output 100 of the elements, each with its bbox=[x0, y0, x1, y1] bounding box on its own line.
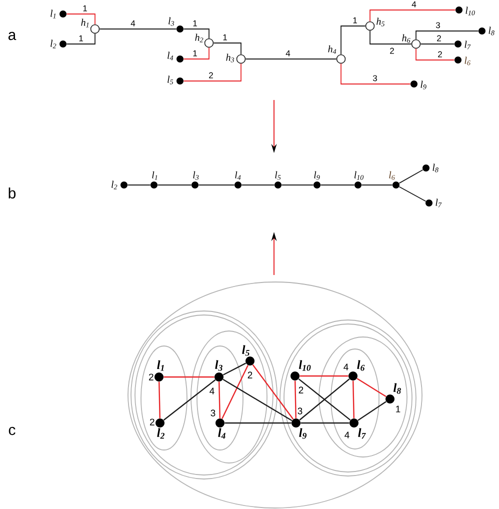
vertex-label: l$_{7}$ bbox=[358, 428, 366, 439]
vertex-label: h$_{4}$ bbox=[328, 45, 336, 54]
vertex-label: l$_{2}$ bbox=[112, 180, 118, 190]
ellipse-outline bbox=[128, 282, 422, 508]
edge-line bbox=[416, 30, 479, 40]
edge-line bbox=[224, 422, 292, 424]
vertex-label: l$_{9}$ bbox=[314, 171, 320, 180]
edge-line bbox=[340, 26, 366, 55]
panel-label: b bbox=[8, 188, 16, 198]
vertex-label: h$_{3}$ bbox=[226, 54, 234, 62]
edge-line bbox=[183, 47, 210, 60]
edge-label: 1 bbox=[352, 16, 358, 24]
vertex-number: 2 bbox=[298, 386, 304, 394]
vertex-label: l$_{3}$ bbox=[193, 171, 199, 180]
panel-label: c bbox=[8, 426, 16, 436]
ellipse-outline bbox=[196, 346, 244, 450]
edge-line bbox=[340, 63, 411, 84]
vertex-label: l$_{5}$ bbox=[168, 76, 174, 84]
edge-line bbox=[398, 186, 426, 202]
edge-label: 2 bbox=[389, 47, 395, 54]
vertex-label: l$_{10}$ bbox=[354, 171, 364, 180]
vertex-label: h$_{6}$ bbox=[402, 34, 410, 43]
vertex-label: l$_{3}$ bbox=[215, 360, 222, 371]
edge-line bbox=[300, 422, 350, 424]
vertex-number: 2 bbox=[248, 372, 252, 378]
edge-line bbox=[320, 184, 355, 186]
edge-line bbox=[356, 378, 386, 398]
edge-line bbox=[183, 28, 210, 39]
ellipse-outline bbox=[318, 336, 408, 458]
edge-label: 3 bbox=[435, 22, 441, 29]
edge-label: 2 bbox=[436, 34, 442, 42]
vertex-label: l$_{7}$ bbox=[464, 40, 471, 50]
vertex-label: l$_{6}$ bbox=[464, 56, 470, 66]
panel-label: a bbox=[8, 32, 16, 40]
vertex-label: l$_{8}$ bbox=[488, 26, 494, 36]
edge-line bbox=[164, 376, 214, 378]
edge-line bbox=[370, 30, 412, 44]
ellipse-outline bbox=[140, 346, 188, 450]
vertex-number: 3 bbox=[298, 408, 302, 414]
vertex-label: l$_{1}$ bbox=[152, 171, 158, 180]
edge-label: 1 bbox=[78, 34, 84, 42]
edge-line bbox=[300, 375, 348, 377]
edge-line bbox=[222, 378, 292, 422]
vertex-label: h$_{1}$ bbox=[81, 18, 89, 28]
edge-line bbox=[66, 33, 96, 44]
edge-line bbox=[352, 380, 354, 418]
vertex-label: l$_{1}$ bbox=[50, 10, 56, 18]
edge-line bbox=[127, 184, 151, 186]
vertex-label: l$_{9}$ bbox=[299, 428, 307, 439]
edge-line bbox=[198, 184, 235, 186]
vertex-label: h$_{5}$ bbox=[376, 18, 384, 26]
edge-line bbox=[158, 382, 160, 418]
vertex-label: l$_{6}$ bbox=[357, 360, 365, 371]
edge-line bbox=[245, 58, 337, 60]
edge-line bbox=[99, 28, 177, 30]
edge-label: 1 bbox=[192, 50, 198, 57]
edge-line bbox=[183, 63, 242, 82]
edge-line bbox=[358, 401, 386, 421]
edge-label: 1 bbox=[82, 4, 88, 12]
vertex-label: h$_{2}$ bbox=[195, 34, 204, 42]
edge-label: 1 bbox=[192, 20, 198, 27]
edge-line bbox=[222, 362, 246, 376]
edge-label: 4 bbox=[411, 0, 417, 8]
edge-line bbox=[361, 184, 393, 186]
edge-label: 2 bbox=[437, 50, 443, 58]
edge-line bbox=[157, 184, 192, 186]
edge-line bbox=[66, 14, 96, 25]
vertex-label: l$_{4}$ bbox=[235, 171, 241, 180]
edge-line bbox=[218, 382, 220, 418]
edge-line bbox=[294, 380, 296, 418]
edge-line bbox=[241, 184, 275, 186]
vertex-number: 2 bbox=[149, 374, 154, 380]
vertex-label: l$_{4}$ bbox=[168, 52, 174, 60]
vertex-label: l$_{2}$ bbox=[50, 40, 56, 48]
vertex-label: l$_{1}$ bbox=[157, 360, 164, 371]
vertex-label: l$_{9}$ bbox=[420, 80, 426, 90]
vertex-label: l$_{10}$ bbox=[466, 6, 475, 16]
edge-line bbox=[281, 184, 314, 186]
vertex-label: l$_{6}$ bbox=[389, 171, 395, 180]
edge-line bbox=[222, 364, 248, 420]
vertex-label: l$_{10}$ bbox=[298, 360, 311, 371]
vertex-number: 4 bbox=[344, 364, 348, 370]
vertex-label: l$_{5}$ bbox=[275, 171, 281, 180]
edge-line bbox=[163, 379, 216, 421]
vertex-label: l$_{8}$ bbox=[393, 383, 401, 394]
vertex-label: l$_{7}$ bbox=[436, 198, 442, 208]
edge-line bbox=[370, 10, 456, 22]
vertex-label: l$_{4}$ bbox=[218, 428, 226, 439]
vertex-number: 3 bbox=[210, 410, 216, 416]
edge-label: 3 bbox=[372, 74, 378, 82]
edge-line bbox=[213, 42, 242, 55]
edge-line bbox=[416, 48, 455, 60]
edge-line bbox=[398, 169, 424, 184]
vertex-number: 4 bbox=[210, 388, 214, 394]
vertex-label: l$_{2}$ bbox=[157, 428, 164, 439]
vertex-label: l$_{3}$ bbox=[168, 17, 174, 26]
edge-label: 2 bbox=[208, 72, 214, 79]
ellipse-outline bbox=[330, 348, 380, 450]
ellipse-outline bbox=[190, 330, 268, 464]
vertex-label: l$_{5}$ bbox=[242, 345, 250, 356]
